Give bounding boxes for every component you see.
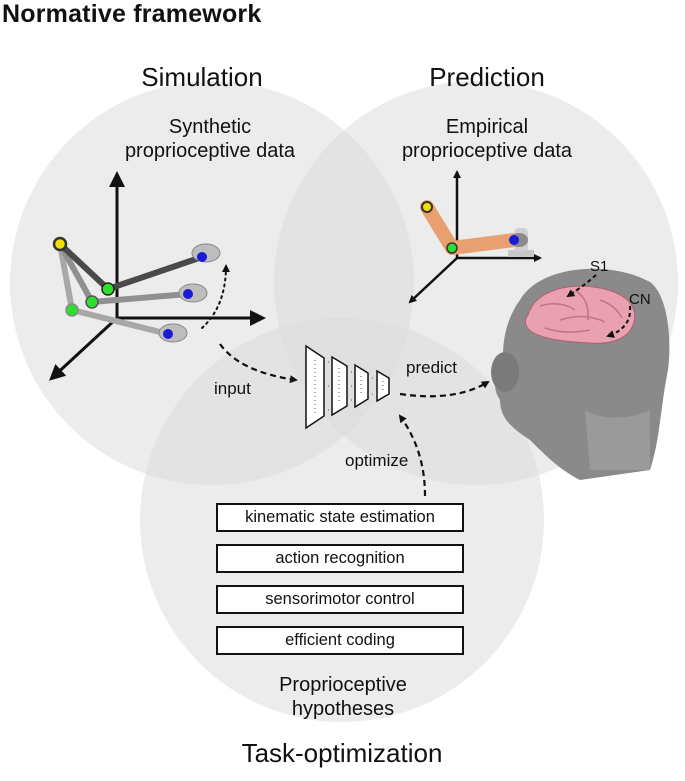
predict-arrow	[399, 380, 490, 398]
input-arrow	[219, 343, 298, 384]
prediction-subheading: Empirical proprioceptive data	[401, 116, 573, 162]
predict-label: predict	[406, 358, 458, 377]
brain-icon	[524, 285, 636, 344]
prediction-heading: Prediction	[429, 62, 545, 92]
task-optimization-subheading: Proprioceptive hypotheses	[279, 674, 407, 720]
input-label: input	[214, 379, 251, 398]
hypothesis-box: action recognition	[216, 544, 464, 573]
simulation-subheading: Synthetic proprioceptive data	[124, 116, 296, 162]
page-title: Normative framework	[2, 0, 262, 28]
hypothesis-box: efficient coding	[216, 626, 464, 655]
task-optimization-heading: Task-optimization	[241, 738, 443, 768]
hypothesis-box: sensorimotor control	[216, 585, 464, 614]
s1-arrow	[566, 274, 597, 298]
hypotheses-list: kinematic state estimation action recogn…	[216, 503, 466, 667]
optimize-arrow	[398, 414, 427, 497]
network-icon	[305, 344, 390, 430]
optimize-label: optimize	[345, 451, 409, 470]
hypothesis-box: kinematic state estimation	[216, 503, 464, 532]
simulation-axes-icon	[49, 171, 266, 381]
simulation-heading: Simulation	[141, 62, 263, 92]
s1-label: S1	[590, 258, 609, 275]
cn-label: CN	[629, 291, 651, 308]
monkey-head-icon	[491, 268, 670, 480]
synthetic-arm-poses	[52, 236, 230, 343]
cn-arrow	[606, 305, 632, 338]
empirical-arm-icon	[420, 200, 534, 257]
